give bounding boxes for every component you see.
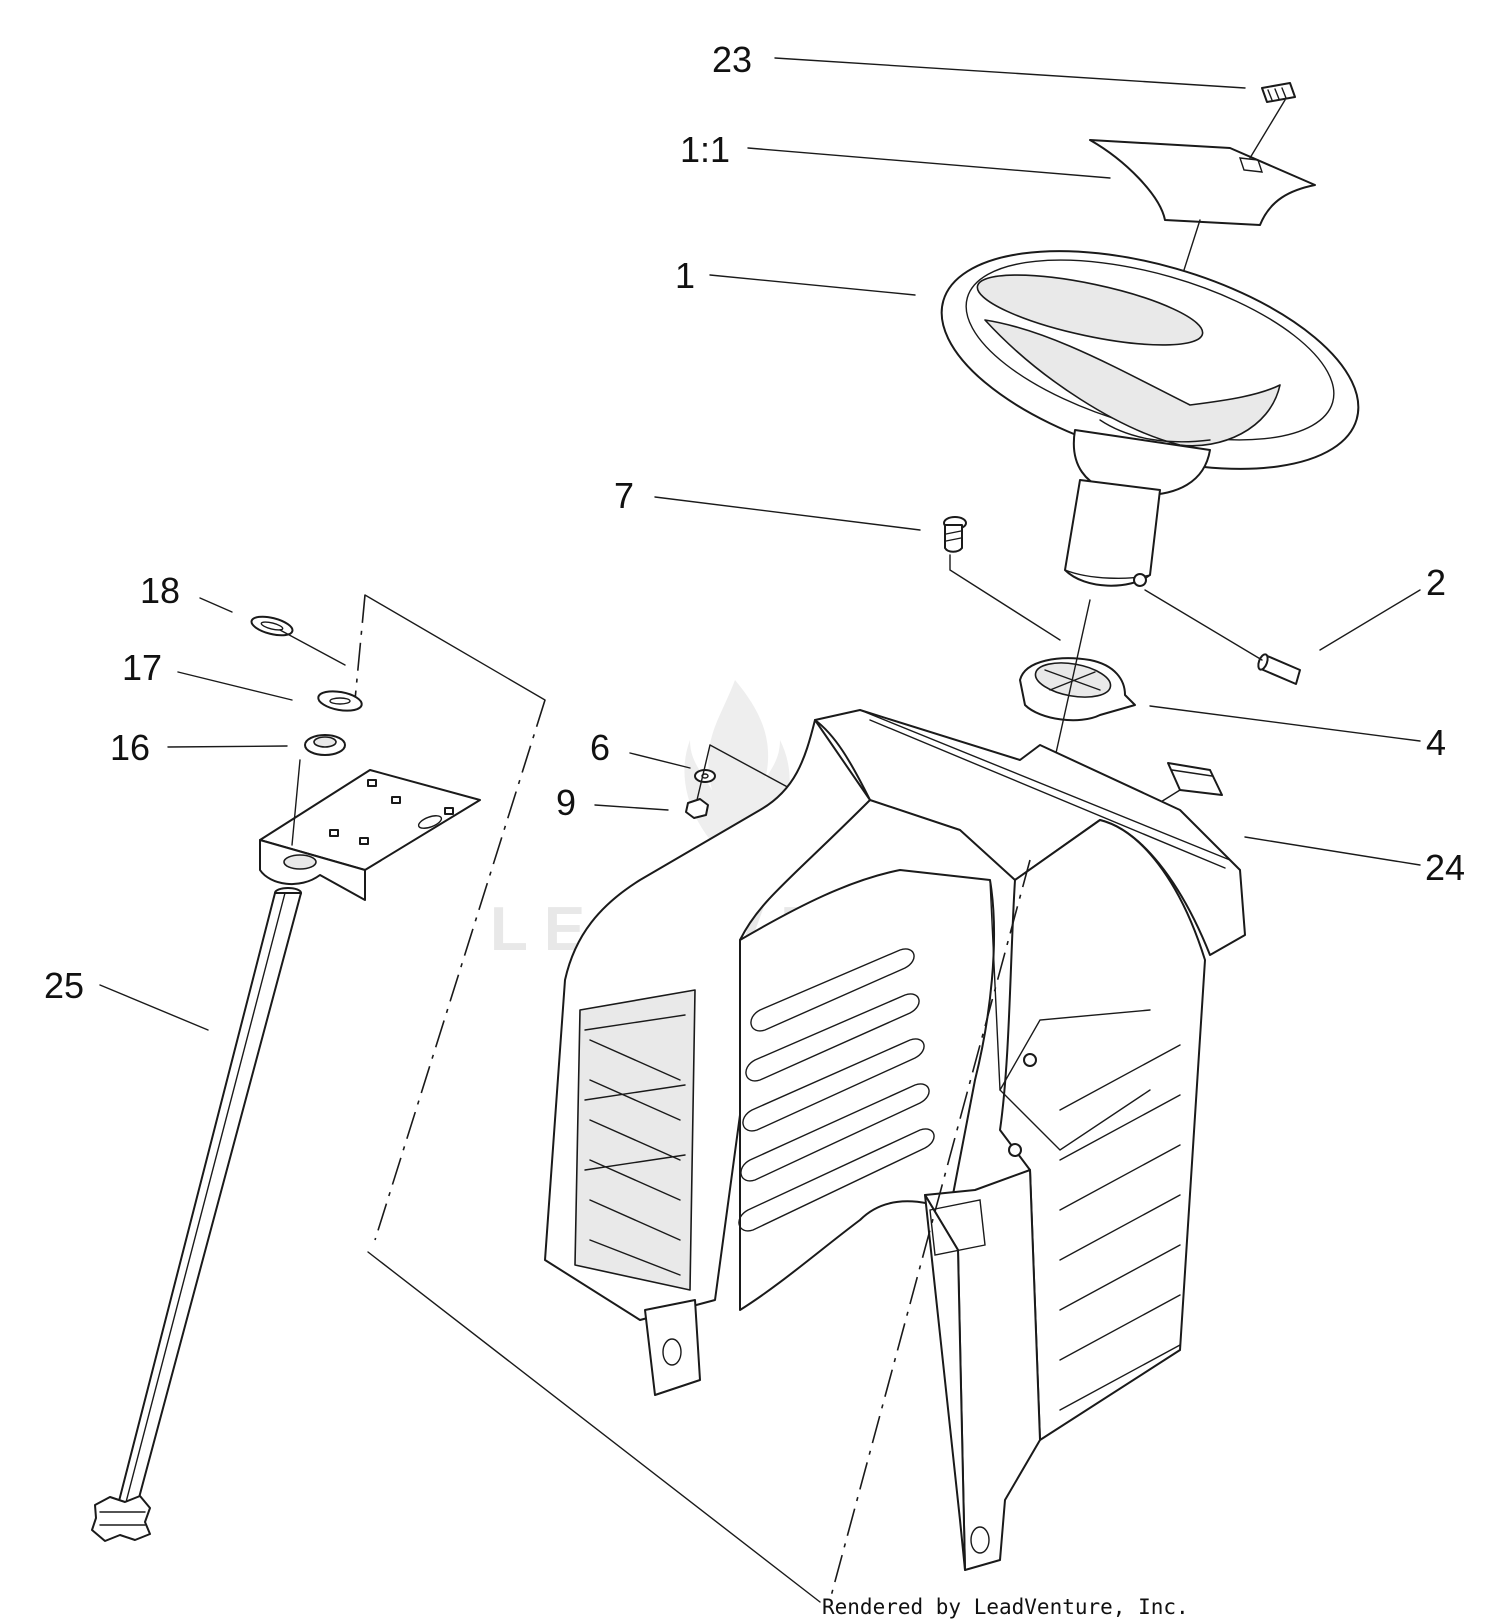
console-right-slots (1059, 1044, 1181, 1411)
part-18-ring (250, 615, 294, 637)
callout-16: 16 (110, 727, 150, 768)
console-housing (544, 709, 1246, 1601)
callout-18: 18 (140, 570, 180, 611)
callout-6: 6 (590, 727, 610, 768)
part-17-washer (279, 629, 363, 712)
part-16-grommet (304, 734, 346, 756)
part-25-shaft (91, 887, 302, 1542)
part-1-steering-wheel (940, 250, 1360, 587)
part-23-clip (1261, 82, 1296, 103)
render-credit: Rendered by LeadVenture, Inc. (822, 1595, 1189, 1619)
callout-25: 25 (44, 965, 84, 1006)
callout-4: 4 (1426, 722, 1446, 763)
leader-lines (99, 57, 1421, 1031)
part-25-gear (91, 1495, 151, 1542)
console-vent-slots (738, 948, 935, 1232)
callout-7: 7 (614, 475, 634, 516)
part-4-bushing (1019, 599, 1136, 871)
part-7-bolt (943, 516, 1061, 641)
mounting-plate (259, 759, 481, 901)
callout-1: 1 (675, 255, 695, 296)
part-6-washer (694, 769, 716, 783)
callout-17: 17 (122, 647, 162, 688)
callout-1-1: 1:1 (680, 129, 730, 170)
callout-24: 24 (1425, 847, 1465, 888)
part-2-pin (1144, 589, 1301, 685)
callout-2: 2 (1426, 562, 1446, 603)
callout-labels: 23 1:1 1 7 2 18 17 16 4 6 9 24 25 (44, 39, 1465, 1006)
assembly-group-outline (354, 594, 821, 1603)
callout-9: 9 (556, 782, 576, 823)
callout-23: 23 (712, 39, 752, 80)
